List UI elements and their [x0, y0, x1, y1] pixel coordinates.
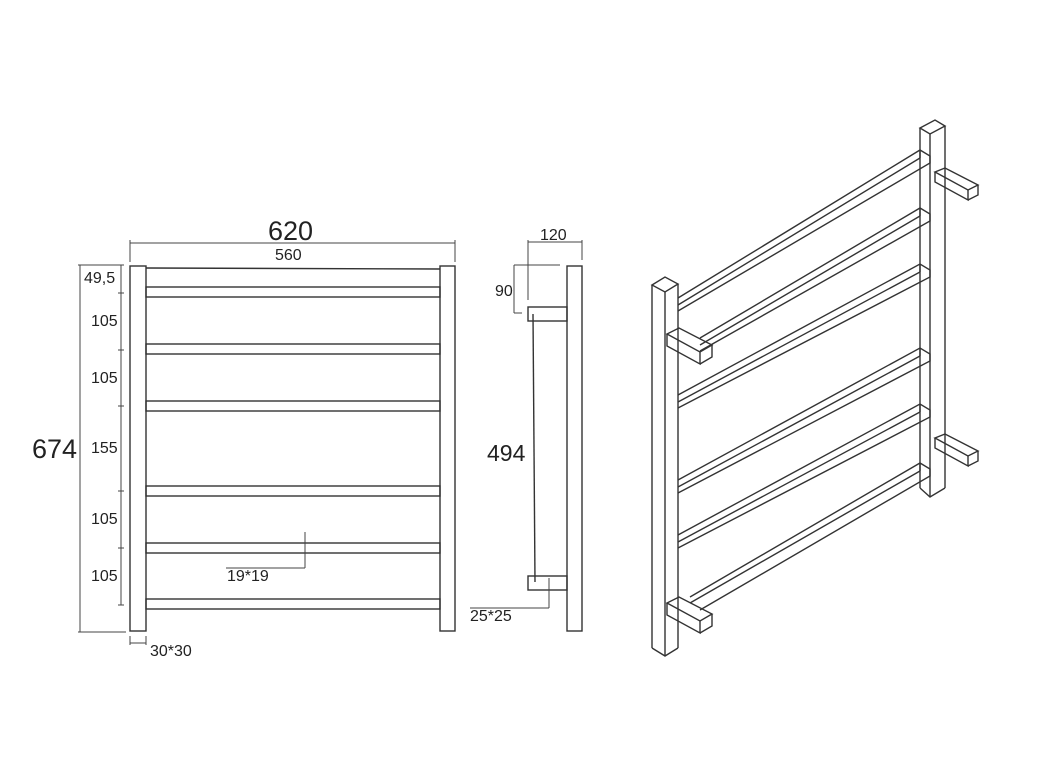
side-post [566, 265, 583, 632]
side-dimensions [470, 240, 583, 609]
spacing-label-1: 49,5 [84, 270, 116, 287]
side-bottom-bracket [527, 575, 568, 591]
bracket-size-label: 25*25 [470, 608, 512, 625]
overall-height-label: 674 [32, 434, 78, 464]
overall-width-label: 620 [268, 216, 314, 246]
side-view [527, 265, 583, 632]
spacing-label-3: 105 [91, 370, 118, 387]
spacing-label-2: 105 [91, 313, 118, 330]
side-top-bracket [527, 306, 568, 322]
isometric-view [650, 119, 980, 657]
spacing-label-6: 105 [91, 568, 118, 585]
left-post [129, 265, 147, 632]
front-bars [145, 286, 441, 610]
right-post [439, 265, 456, 632]
bar-size-label: 19*19 [227, 568, 269, 585]
bracket-spacing-label: 494 [487, 440, 526, 466]
depth-label: 120 [540, 227, 567, 244]
top-offset-label: 90 [495, 283, 513, 300]
front-view [129, 265, 456, 632]
spacing-label-4: 155 [91, 440, 118, 457]
inner-width-label: 560 [275, 247, 302, 264]
isometric-bars [677, 149, 931, 611]
post-size-label: 30*30 [150, 643, 192, 660]
front-dimensions [78, 240, 456, 645]
spacing-label-5: 105 [91, 511, 118, 528]
